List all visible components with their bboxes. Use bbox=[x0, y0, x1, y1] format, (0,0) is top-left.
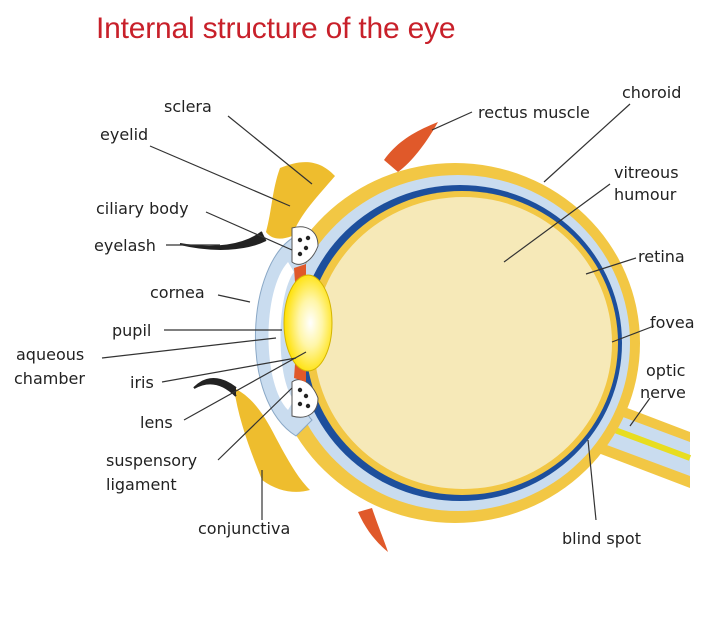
leader-lens bbox=[183, 351, 307, 421]
label-cornea: cornea bbox=[150, 283, 205, 302]
blind-spot-marker bbox=[587, 439, 597, 521]
leader-ciliary-body bbox=[205, 211, 293, 251]
aqueous-chamber bbox=[268, 262, 294, 410]
leader-vitreous bbox=[503, 183, 611, 263]
label-pupil: pupil bbox=[112, 321, 151, 340]
lens-shape bbox=[283, 274, 333, 372]
label-suspensory-line2: ligament bbox=[106, 475, 177, 494]
leader-aqueous bbox=[101, 337, 277, 359]
leader-choroid bbox=[543, 103, 631, 183]
vitreous-humour bbox=[314, 197, 612, 489]
label-vitreous-line2: humour bbox=[614, 185, 677, 204]
leader-retina bbox=[585, 257, 637, 275]
label-optic-line1: optic bbox=[646, 361, 685, 380]
leader-fovea bbox=[611, 325, 655, 343]
leader-eyelid bbox=[149, 145, 291, 207]
label-eyelash: eyelash bbox=[94, 236, 156, 255]
label-rectus-muscle: rectus muscle bbox=[478, 103, 590, 122]
lower-rectus-muscle bbox=[358, 508, 388, 552]
diagram-title: Internal structure of the eye bbox=[96, 12, 456, 45]
label-ciliary-body: ciliary body bbox=[96, 199, 189, 218]
upper-rectus-muscle bbox=[384, 122, 438, 172]
label-conjunctiva: conjunctiva bbox=[198, 519, 290, 538]
upper-eyelid bbox=[266, 162, 335, 239]
label-choroid: choroid bbox=[622, 83, 681, 102]
ciliary-dot bbox=[305, 403, 311, 409]
label-sclera: sclera bbox=[164, 97, 212, 116]
label-aqueous-line2: chamber bbox=[14, 369, 85, 388]
label-vitreous-line1: vitreous bbox=[614, 163, 679, 182]
label-suspensory-line1: suspensory bbox=[106, 451, 197, 470]
label-lens: lens bbox=[140, 413, 173, 432]
ciliary-dot bbox=[297, 251, 303, 257]
upper-eyelash bbox=[179, 231, 267, 250]
lower-eyelid bbox=[234, 388, 310, 492]
label-eyelid: eyelid bbox=[100, 125, 148, 144]
leader-optic-nerve bbox=[629, 397, 651, 427]
label-fovea: fovea bbox=[650, 313, 695, 332]
ciliary-dot bbox=[305, 235, 311, 241]
leader-cornea bbox=[217, 294, 251, 303]
ciliary-dot bbox=[303, 245, 309, 251]
ciliary-dot bbox=[297, 401, 303, 407]
leader-rectus-muscle bbox=[431, 111, 473, 131]
leader-iris bbox=[161, 357, 297, 383]
ciliary-dot bbox=[297, 387, 303, 393]
label-iris: iris bbox=[130, 373, 154, 392]
leader-suspensory bbox=[217, 387, 293, 461]
ciliary-dot bbox=[303, 393, 309, 399]
label-blind-spot: blind spot bbox=[562, 529, 641, 548]
ciliary-dot bbox=[297, 237, 303, 243]
label-retina: retina bbox=[638, 247, 685, 266]
label-optic-line2: nerve bbox=[640, 383, 686, 402]
lower-eyelash bbox=[193, 378, 237, 397]
label-aqueous-line1: aqueous bbox=[16, 345, 84, 364]
leader-sclera bbox=[227, 115, 313, 185]
